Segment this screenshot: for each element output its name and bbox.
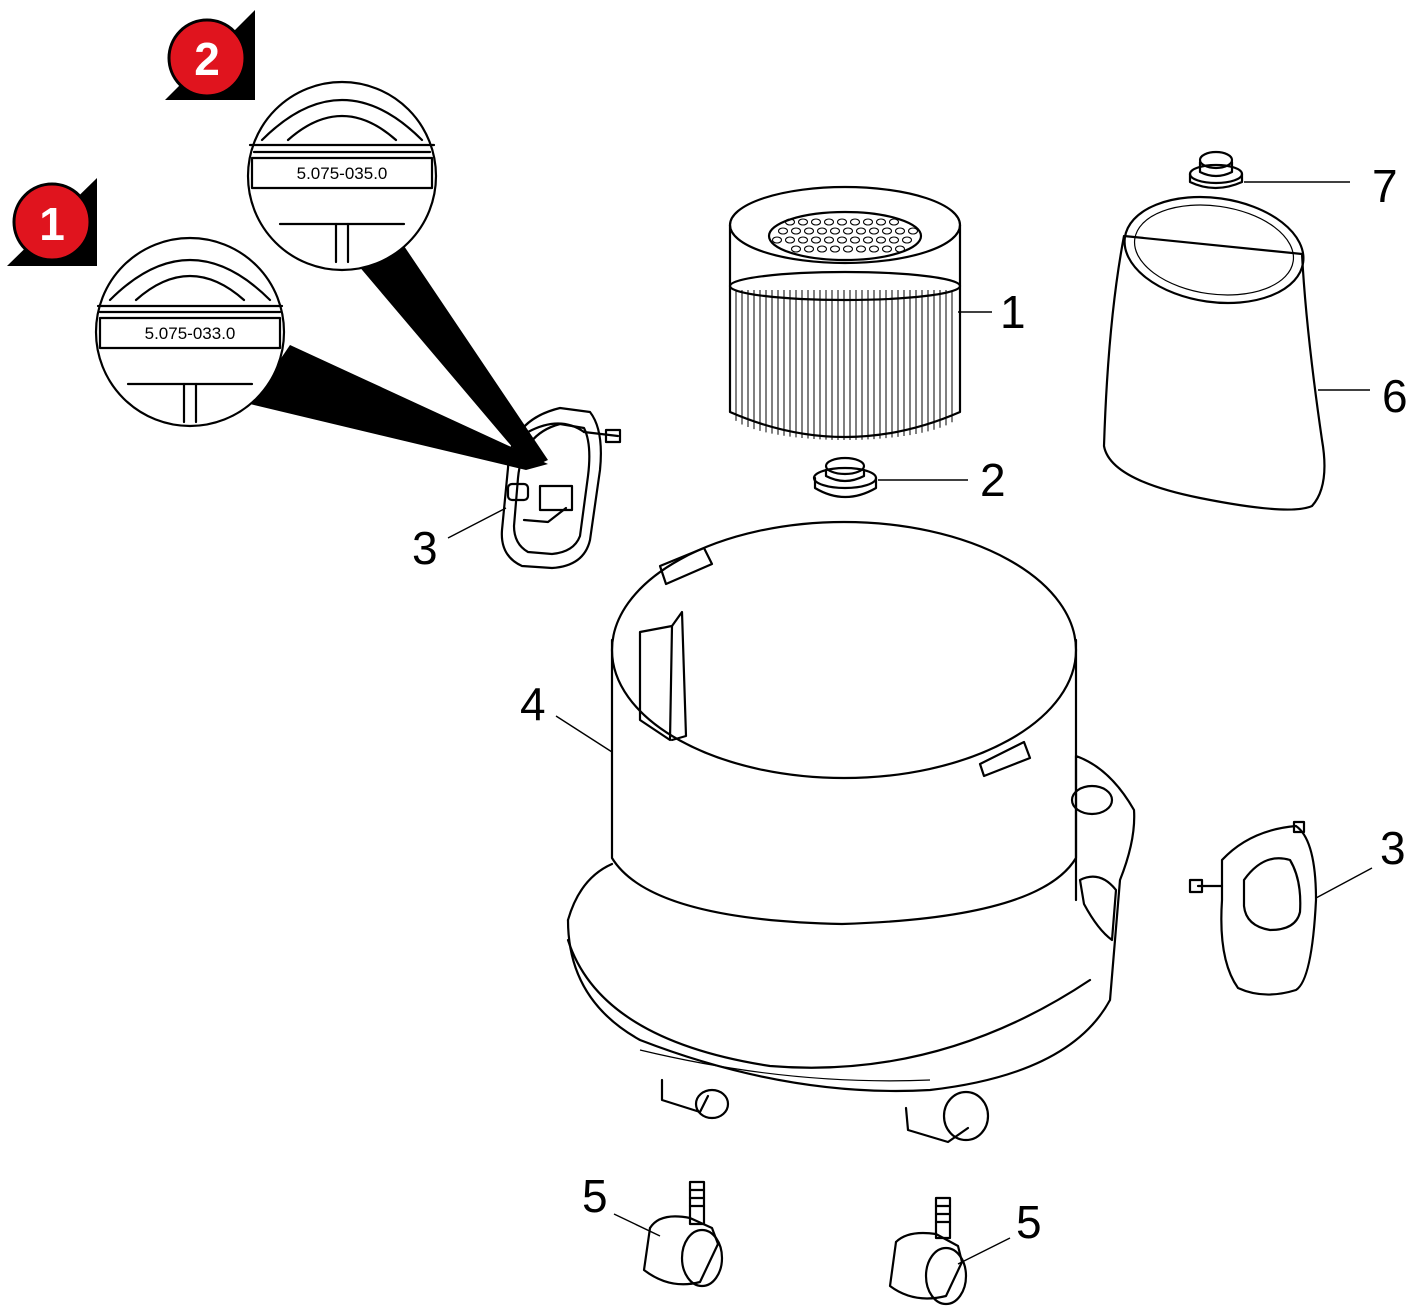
callout-5-left: 5	[582, 1170, 608, 1222]
filter-cartridge	[728, 185, 962, 440]
callout-2: 2	[980, 454, 1006, 506]
handle-right	[1188, 820, 1318, 996]
caster-left	[642, 1180, 724, 1288]
callout-3-left: 3	[412, 522, 438, 574]
part-number-variant-2: 5.075-035.0	[297, 164, 388, 183]
zoom-beam-variant-2	[352, 240, 548, 468]
leader-5-left	[613, 1213, 661, 1237]
leader-4	[555, 715, 613, 753]
callout-7: 7	[1372, 160, 1398, 212]
badge-label-1: 1	[39, 198, 65, 250]
handle-left	[500, 406, 622, 570]
bag-cap	[1188, 150, 1244, 190]
leader-5-right	[957, 1237, 1011, 1265]
leader-3-left	[447, 507, 507, 539]
zoom-beam-variant-1	[250, 345, 548, 470]
variant-badge-2: 2	[165, 10, 255, 100]
variant-badge-1: 1	[7, 178, 97, 266]
callout-4: 4	[520, 678, 546, 730]
callout-5-right: 5	[1016, 1196, 1042, 1248]
filter-bag	[1102, 195, 1326, 511]
callout-6: 6	[1382, 370, 1408, 422]
callout-3-right: 3	[1380, 822, 1406, 874]
leader-3-right	[1315, 867, 1373, 899]
detail-circle-variant-1: 5.075-033.0	[94, 236, 286, 428]
part-number-variant-1: 5.075-033.0	[145, 324, 236, 343]
container	[566, 520, 1136, 1144]
callout-1: 1	[1000, 286, 1026, 338]
caster-right	[888, 1196, 968, 1306]
detail-circle-variant-2: 5.075-035.0	[246, 80, 438, 272]
filter-plug	[812, 456, 878, 498]
badge-label-2: 2	[194, 33, 220, 85]
